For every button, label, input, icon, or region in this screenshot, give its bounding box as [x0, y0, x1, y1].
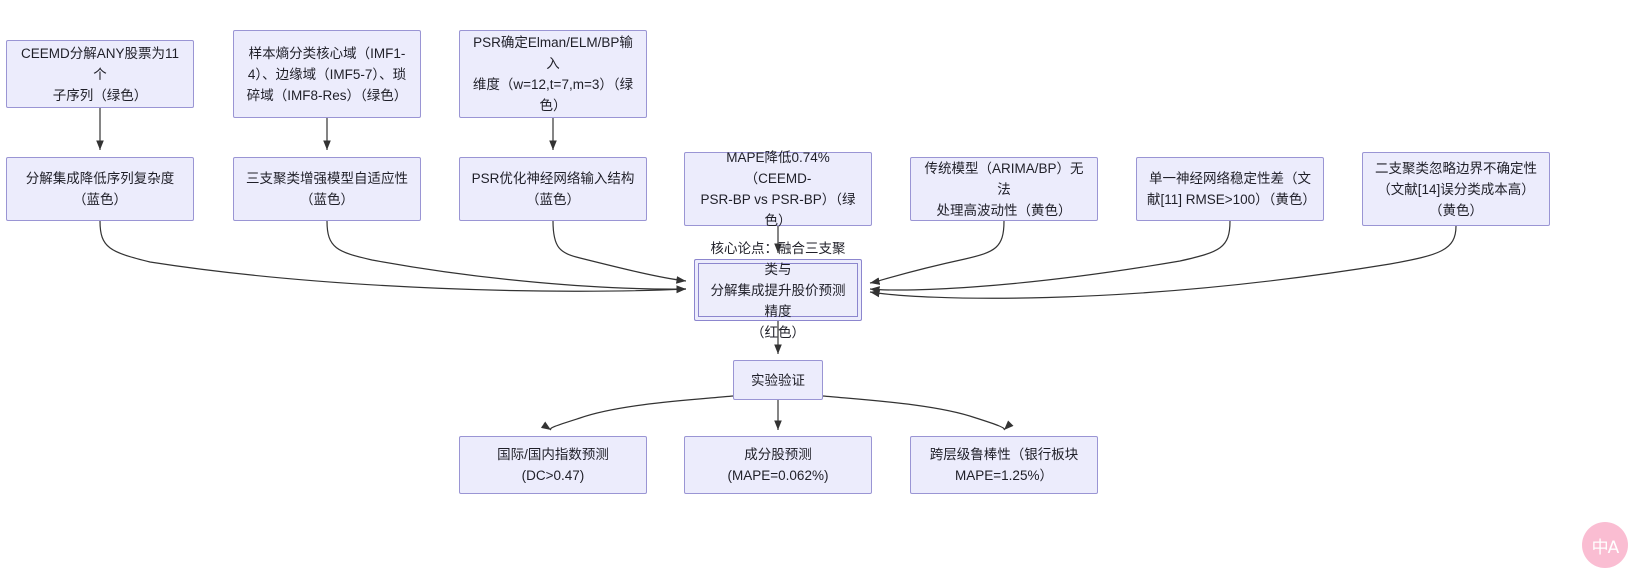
node-label: CEEMD分解ANY股票为11个 子序列（绿色） [20, 45, 180, 103]
node-label: PSR优化神经网络输入结构 （蓝色） [471, 171, 635, 207]
node-label: 样本熵分类核心域（IMF1- 4）、边缘域（IMF5-7）、琐 碎域（IMF8-… [246, 45, 408, 103]
node-label: 三支聚类增强模型自适应性 （蓝色） [246, 171, 408, 207]
node-label: 成分股预测 (MAPE=0.062%) [727, 447, 829, 483]
node-label: 单一神经网络稳定性差（文 献[11] RMSE>100）（黄色） [1147, 171, 1316, 207]
node-label: PSR确定Elman/ELM/BP输入 维度（w=12,t=7,m=3）（绿 色… [472, 35, 634, 113]
node-n2[interactable]: 样本熵分类核心域（IMF1- 4）、边缘域（IMF5-7）、琐 碎域（IMF8-… [233, 30, 421, 118]
node-label: 传统模型（ARIMA/BP）无法 处理高波动性（黄色） [924, 160, 1084, 218]
edge-n5-to-core [326, 220, 687, 293]
node-n8[interactable]: 传统模型（ARIMA/BP）无法 处理高波动性（黄色） [910, 157, 1098, 221]
node-n12[interactable]: 国际/国内指数预测 (DC>0.47) [459, 436, 647, 494]
node-label: 国际/国内指数预测 (DC>0.47) [497, 447, 609, 483]
node-n1[interactable]: CEEMD分解ANY股票为11个 子序列（绿色） [6, 40, 194, 108]
node-n14[interactable]: 跨层级鲁棒性（银行板块 MAPE=1.25%） [910, 436, 1098, 494]
node-label: 分解集成降低序列复杂度 （蓝色） [25, 171, 175, 207]
watermark-badge: 中A [1582, 522, 1628, 568]
node-label: MAPE降低0.74%（CEEMD- PSR-BP vs PSR-BP）（绿 色… [700, 150, 856, 228]
node-label: 二支聚类忽略边界不确定性 （文献[14]误分类成本高） （黄色） [1375, 160, 1537, 218]
node-n10[interactable]: 二支聚类忽略边界不确定性 （文献[14]误分类成本高） （黄色） [1362, 152, 1550, 226]
edge-n9-to-core [869, 220, 1231, 294]
node-label: 实验验证 [751, 372, 805, 388]
edge-n6-to-core [552, 220, 687, 284]
node-n11[interactable]: 实验验证 [733, 360, 823, 400]
node-n5[interactable]: 三支聚类增强模型自适应性 （蓝色） [233, 157, 421, 221]
edge-n11-to-n12 [540, 395, 734, 431]
node-n3[interactable]: PSR确定Elman/ELM/BP输入 维度（w=12,t=7,m=3）（绿 色… [459, 30, 647, 118]
node-n4[interactable]: 分解集成降低序列复杂度 （蓝色） [6, 157, 194, 221]
node-label: 跨层级鲁棒性（银行板块 MAPE=1.25%） [929, 447, 1079, 483]
node-n13[interactable]: 成分股预测 (MAPE=0.062%) [684, 436, 872, 494]
edge-n10-to-core [869, 225, 1457, 299]
node-n9[interactable]: 单一神经网络稳定性差（文 献[11] RMSE>100）（黄色） [1136, 157, 1324, 221]
edge-n8-to-core [869, 220, 1005, 285]
watermark-text: 中A [1591, 537, 1620, 558]
node-label: 核心论点：融合三支聚类与 分解集成提升股价预测精度 （红色） [710, 240, 846, 340]
node-core[interactable]: 核心论点：融合三支聚类与 分解集成提升股价预测精度 （红色） [694, 241, 862, 340]
edge-n4-to-core [99, 220, 687, 294]
node-n6[interactable]: PSR优化神经网络输入结构 （蓝色） [459, 157, 647, 221]
edge-n11-to-n14 [822, 395, 1014, 431]
node-n7[interactable]: MAPE降低0.74%（CEEMD- PSR-BP vs PSR-BP）（绿 色… [684, 150, 872, 228]
